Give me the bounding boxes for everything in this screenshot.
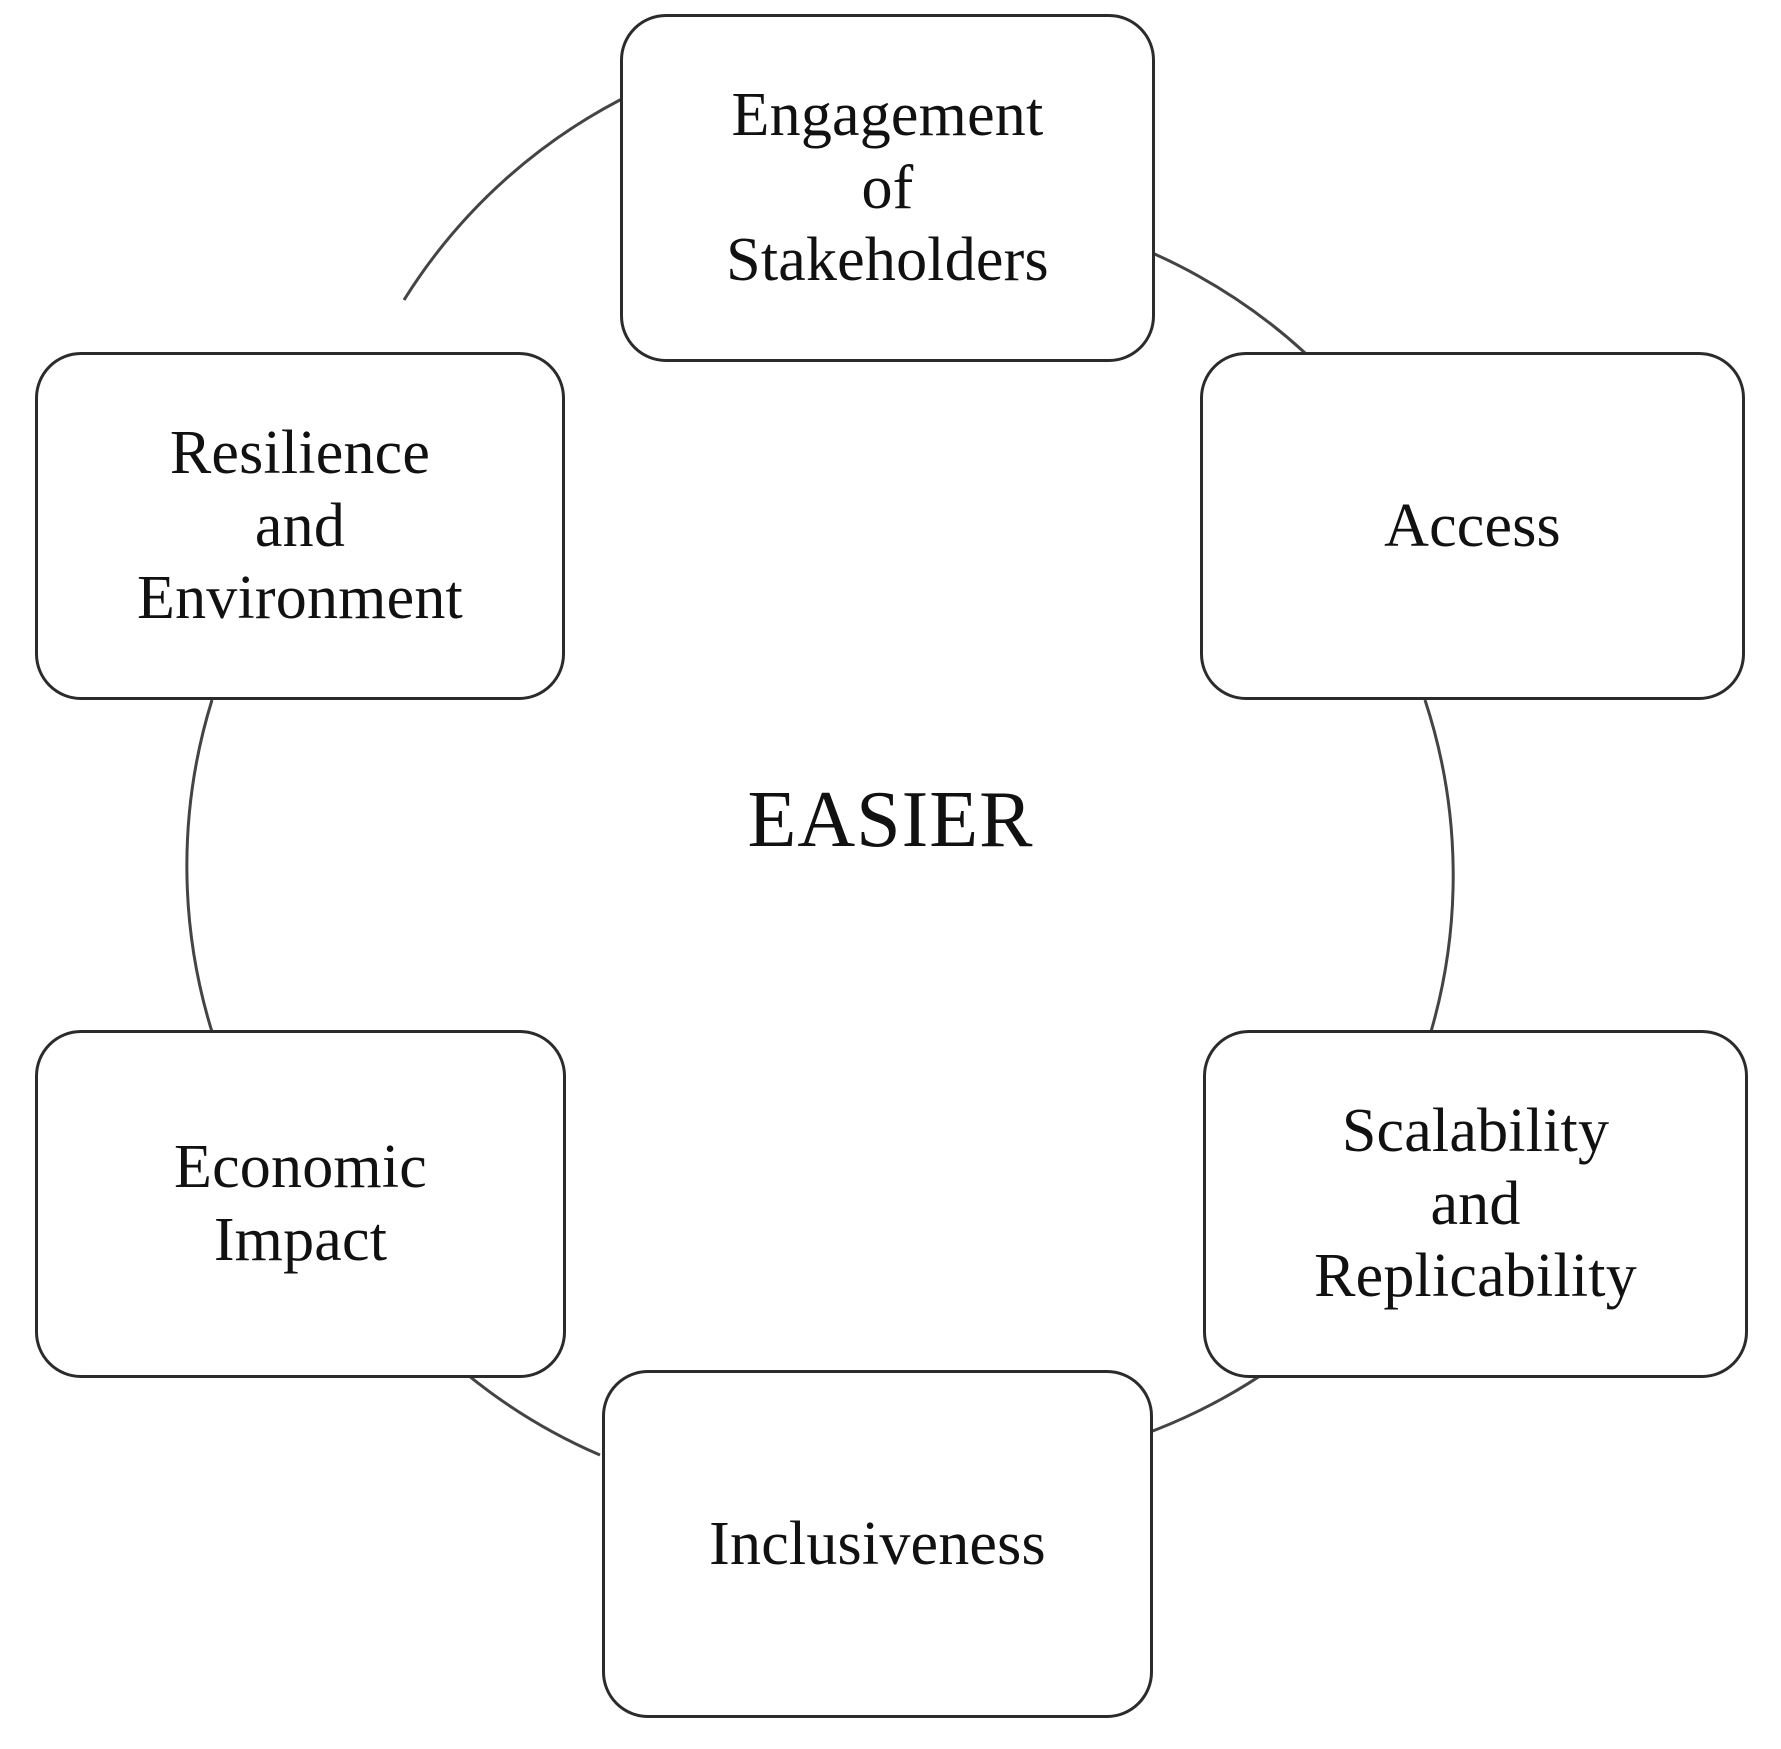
node-scalability-and-replicability[interactable]: Scalability and Replicability <box>1203 1030 1748 1378</box>
node-inclusiveness[interactable]: Inclusiveness <box>602 1370 1153 1718</box>
node-access[interactable]: Access <box>1200 352 1745 700</box>
node-engagement-of-stakeholders[interactable]: Engagement of Stakeholders <box>620 14 1155 362</box>
node-inclusiveness-label: Inclusiveness <box>709 1509 1046 1578</box>
node-resilience-and-environment[interactable]: Resilience and Environment <box>35 352 565 700</box>
node-engagement-label: Engagement of Stakeholders <box>726 81 1049 295</box>
center-acronym-label: EASIER <box>747 776 1034 864</box>
node-economic-impact[interactable]: Economic Impact <box>35 1030 566 1378</box>
node-economic-label: Economic Impact <box>174 1133 427 1274</box>
node-resilience-label: Resilience and Environment <box>137 419 463 633</box>
node-access-label: Access <box>1384 491 1561 560</box>
node-scalability-label: Scalability and Replicability <box>1314 1097 1637 1311</box>
